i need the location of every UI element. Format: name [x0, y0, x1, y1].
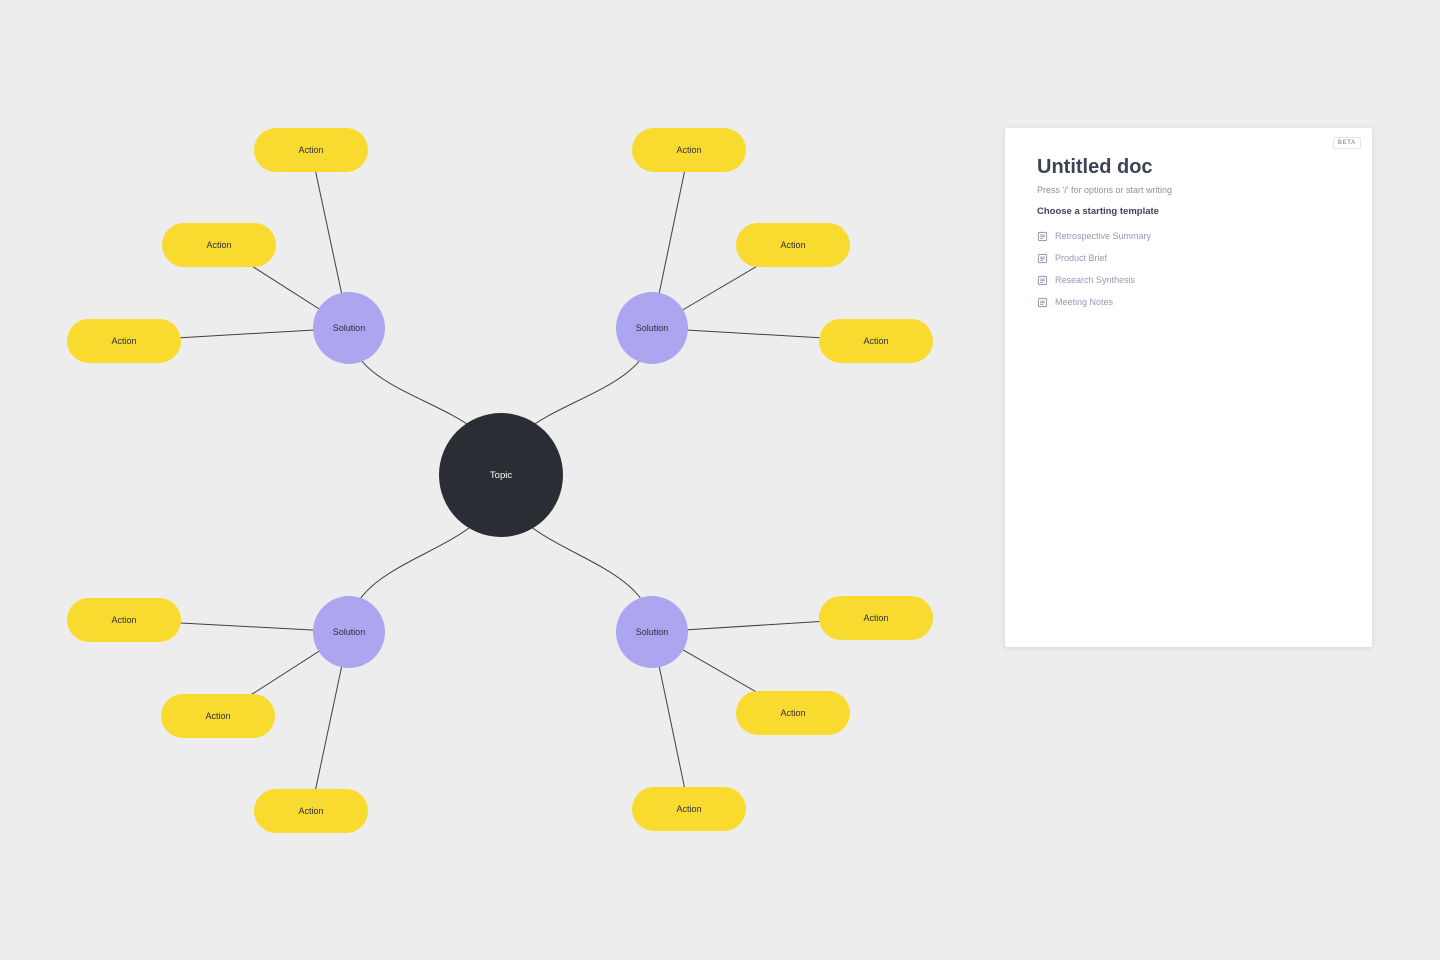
action-node[interactable]: Action — [162, 223, 276, 267]
solution-node[interactable]: Solution — [616, 292, 688, 364]
template-item-meeting-notes[interactable]: Meeting Notes — [1037, 291, 1340, 313]
action-node-label: Action — [780, 240, 806, 250]
action-node-label: Action — [676, 145, 702, 155]
action-node[interactable]: Action — [632, 128, 746, 172]
action-node[interactable]: Action — [67, 598, 181, 642]
action-node-label: Action — [863, 336, 889, 346]
template-list: Retrospective Summary Product Brief Rese… — [1037, 225, 1340, 313]
action-node[interactable]: Action — [819, 319, 933, 363]
document-icon — [1037, 253, 1048, 264]
action-node[interactable]: Action — [632, 787, 746, 831]
action-node[interactable]: Action — [67, 319, 181, 363]
template-item-label: Retrospective Summary — [1055, 231, 1152, 241]
doc-panel[interactable]: BETA Untitled doc Press '/' for options … — [1005, 128, 1372, 647]
action-node-label: Action — [298, 806, 324, 816]
topic-node-label: Topic — [489, 469, 513, 481]
action-node[interactable]: Action — [736, 223, 850, 267]
document-icon — [1037, 275, 1048, 286]
beta-badge: BETA — [1332, 137, 1361, 149]
solution-node[interactable]: Solution — [313, 292, 385, 364]
doc-title[interactable]: Untitled doc — [1037, 156, 1153, 178]
solution-node-label: Solution — [332, 323, 366, 333]
template-item-label: Research Synthesis — [1055, 275, 1136, 285]
action-node-label: Action — [298, 145, 324, 155]
solution-node[interactable]: Solution — [616, 596, 688, 668]
solution-node[interactable]: Solution — [313, 596, 385, 668]
template-item-label: Meeting Notes — [1055, 297, 1114, 307]
action-node-label: Action — [111, 615, 137, 625]
action-node-label: Action — [206, 240, 232, 250]
action-node[interactable]: Action — [161, 694, 275, 738]
template-item-product-brief[interactable]: Product Brief — [1037, 247, 1340, 269]
doc-placeholder-hint[interactable]: Press '/' for options or start writing — [1037, 185, 1172, 195]
template-item-retrospective-summary[interactable]: Retrospective Summary — [1037, 225, 1340, 247]
topic-node[interactable]: Topic — [439, 413, 563, 537]
action-node-label: Action — [111, 336, 137, 346]
action-node-label: Action — [676, 804, 702, 814]
solution-node-label: Solution — [635, 323, 669, 333]
template-item-label: Product Brief — [1055, 253, 1108, 263]
solution-node-label: Solution — [635, 627, 669, 637]
action-node[interactable]: Action — [736, 691, 850, 735]
template-item-research-synthesis[interactable]: Research Synthesis — [1037, 269, 1340, 291]
action-node[interactable]: Action — [254, 789, 368, 833]
document-icon — [1037, 297, 1048, 308]
template-section-heading: Choose a starting template — [1037, 206, 1159, 217]
action-node-label: Action — [863, 613, 889, 623]
action-node-label: Action — [780, 708, 806, 718]
action-node[interactable]: Action — [819, 596, 933, 640]
solution-node-label: Solution — [332, 627, 366, 637]
action-node[interactable]: Action — [254, 128, 368, 172]
action-node-label: Action — [205, 711, 231, 721]
document-icon — [1037, 231, 1048, 242]
